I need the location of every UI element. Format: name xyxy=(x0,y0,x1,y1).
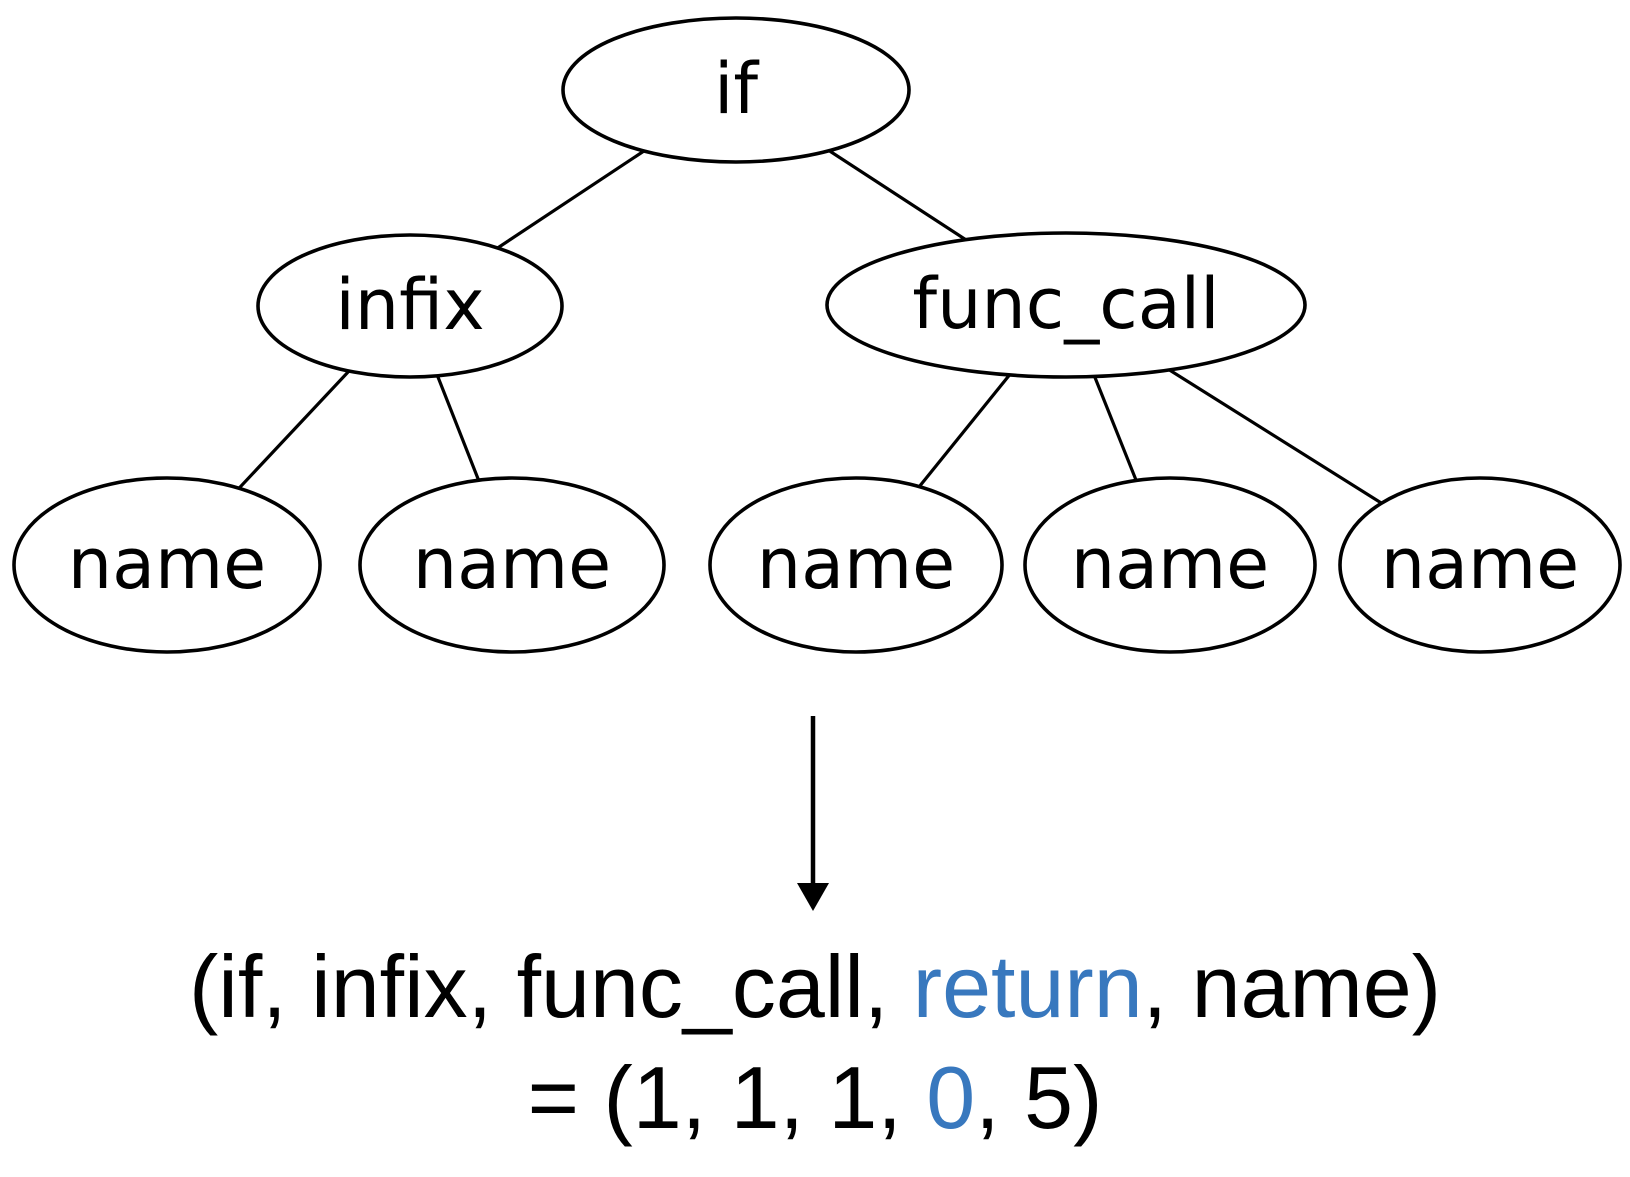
tree-node-name-2: name xyxy=(358,476,666,654)
equation-line2-pre: = (1, 1, 1, xyxy=(527,1047,927,1147)
tree-node-name-5-label: name xyxy=(1381,523,1580,605)
tree-node-name-1-ellipse xyxy=(12,476,322,654)
tree-node-name-3-label: name xyxy=(757,523,956,605)
tree-node-name-3: name xyxy=(708,476,1004,654)
equation-line-1: (if, infix, func_call, return, name) xyxy=(189,932,1441,1043)
tree-node-func-call-label: func_call xyxy=(912,263,1219,345)
tree-node-name-1-label: name xyxy=(68,523,267,605)
tree-node-name-3-ellipse xyxy=(708,476,1004,654)
tuple-equation: (if, infix, func_call, return, name) = (… xyxy=(0,932,1630,1154)
tree-node-name-5-ellipse xyxy=(1338,476,1622,654)
tree-node-name-4: name xyxy=(1023,476,1317,654)
tree-node-name-1: name xyxy=(12,476,322,654)
tree-node-infix: infix xyxy=(256,233,564,379)
tree-node-infix-label: infix xyxy=(335,264,484,346)
tree-node-name-4-ellipse xyxy=(1023,476,1317,654)
tree-node-func-call: func_call xyxy=(825,231,1307,379)
tree-node-if-ellipse xyxy=(561,16,911,164)
tree-node-name-2-label: name xyxy=(413,523,612,605)
tree-node-func-call-ellipse xyxy=(825,231,1307,379)
equation-line1-highlight: return xyxy=(912,937,1143,1036)
tree-node-if-label: if xyxy=(714,48,759,130)
tree-nodes: if infix func_call name name name xyxy=(12,16,1622,654)
equation-line-2: = (1, 1, 1, 0, 5) xyxy=(528,1043,1103,1154)
down-arrow-head xyxy=(797,883,829,911)
tree-node-name-2-ellipse xyxy=(358,476,666,654)
equation-line1-pre: (if, infix, func_call, xyxy=(188,937,913,1036)
equation-line1-post: , name) xyxy=(1142,937,1442,1036)
tree-node-name-5: name xyxy=(1338,476,1622,654)
down-arrow-icon xyxy=(797,716,829,911)
equation-line2-post: , 5) xyxy=(975,1047,1103,1147)
tree-node-infix-ellipse xyxy=(256,233,564,379)
tree-node-name-4-label: name xyxy=(1071,523,1270,605)
tree-node-if: if xyxy=(561,16,911,164)
equation-line2-highlight: 0 xyxy=(926,1047,976,1147)
